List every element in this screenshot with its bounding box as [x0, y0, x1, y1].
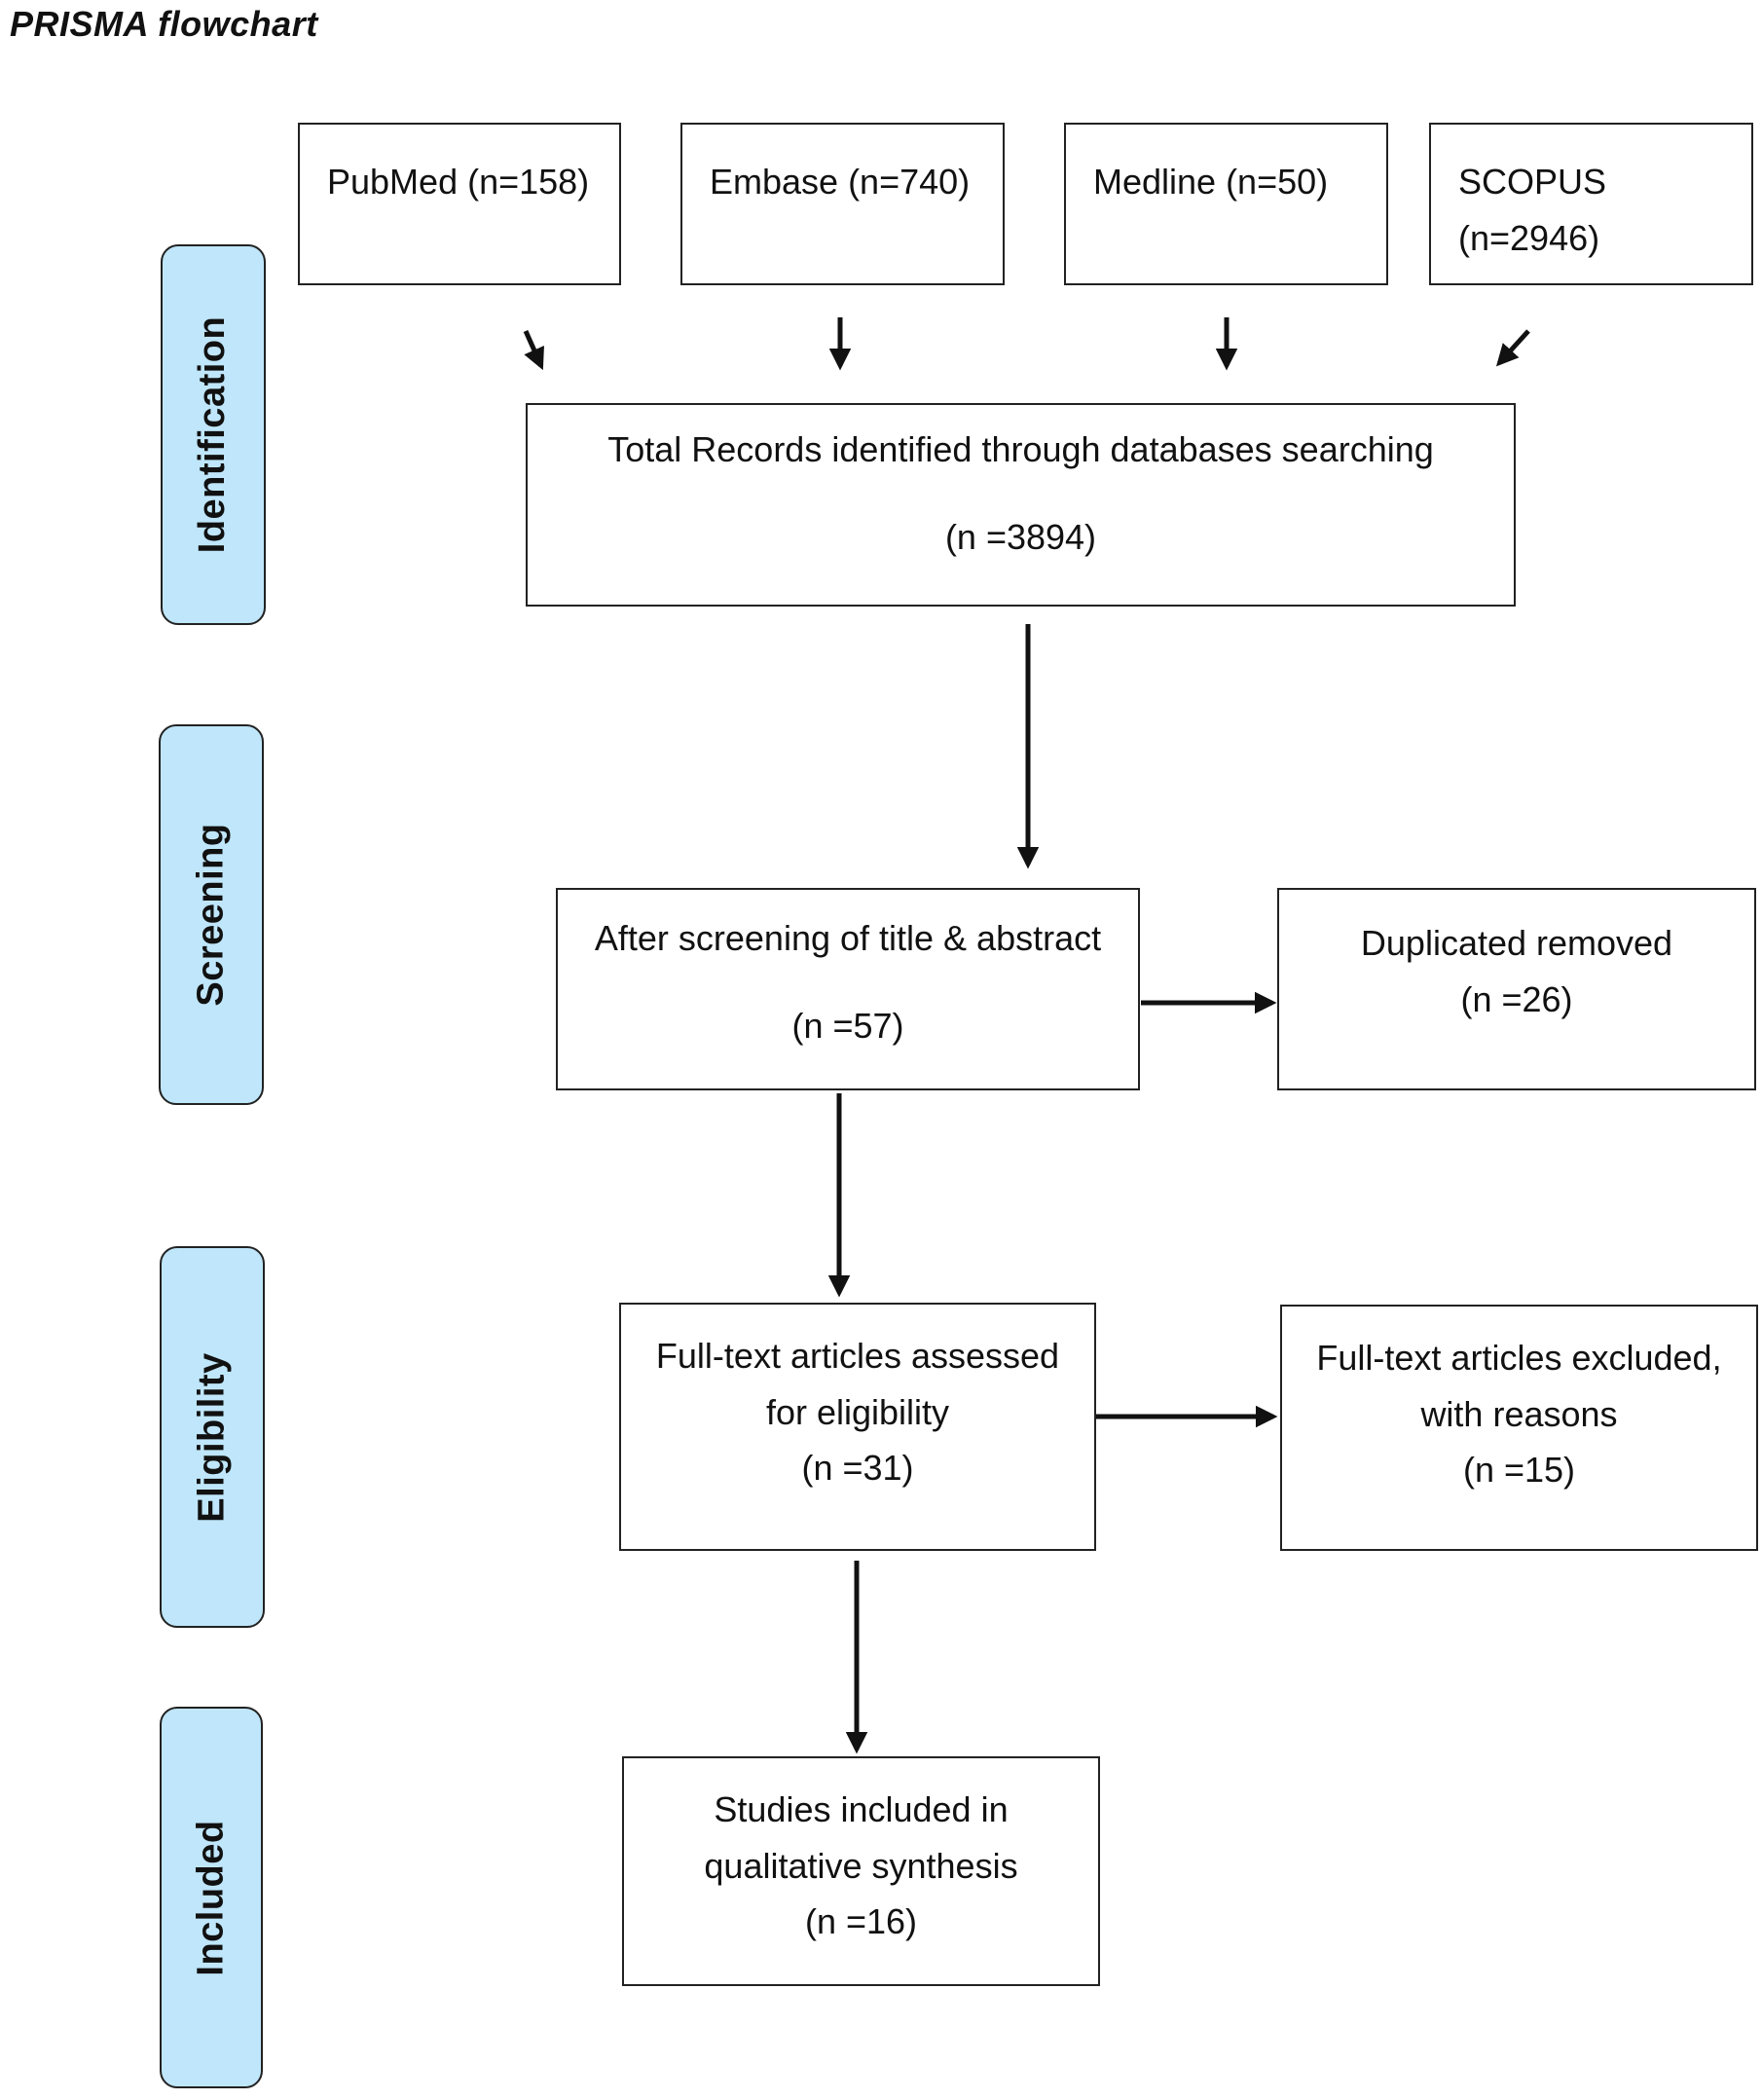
duplicates-count: (n =26) — [1460, 978, 1573, 1019]
phase-screening-label: Screening — [190, 823, 232, 1007]
source-scopus-label-line2: (n=2946) — [1458, 217, 1600, 258]
phase-eligibility: Eligibility — [160, 1246, 265, 1628]
fulltext-assessed-line1: Full-text articles assessed — [655, 1336, 1060, 1376]
source-pubmed-label: PubMed (n=158) — [327, 162, 590, 202]
source-medline-label: Medline (n=50) — [1093, 162, 1329, 202]
studies-included-line1: Studies included in — [714, 1789, 1009, 1829]
fulltext-assessed-box: Full-text articles assessed for eligibil… — [619, 1303, 1096, 1551]
phase-included-label: Included — [190, 1819, 232, 1976]
studies-included-line2: qualitative synthesis — [704, 1845, 1018, 1886]
phase-included: Included — [160, 1707, 263, 2088]
source-embase-box: Embase (n=740) — [680, 123, 1005, 285]
phase-identification-label: Identification — [192, 315, 234, 554]
fulltext-excluded-count: (n =15) — [1462, 1450, 1576, 1491]
source-scopus-box: SCOPUS (n=2946) — [1429, 123, 1753, 285]
fulltext-excluded-line1: Full-text articles excluded, — [1316, 1338, 1722, 1378]
source-scopus-label-line1: SCOPUS — [1458, 162, 1607, 202]
arrow-pubmed-to-total — [523, 329, 544, 371]
fulltext-assessed-count: (n =31) — [801, 1448, 914, 1489]
duplicates-label: Duplicated removed — [1360, 923, 1673, 963]
total-records-label: Total Records identified through databas… — [607, 429, 1434, 469]
source-pubmed-box: PubMed (n=158) — [298, 123, 621, 285]
phase-identification: Identification — [161, 244, 266, 625]
fulltext-assessed-line2: for eligibility — [765, 1391, 950, 1432]
total-records-count: (n =3894) — [944, 517, 1097, 557]
fulltext-excluded-box: Full-text articles excluded, with reason… — [1280, 1305, 1758, 1551]
screening-label: After screening of title & abstract — [594, 918, 1102, 958]
total-records-box: Total Records identified through databas… — [526, 403, 1516, 607]
screening-count: (n =57) — [791, 1006, 904, 1046]
studies-included-count: (n =16) — [804, 1901, 918, 1942]
phase-screening: Screening — [159, 724, 264, 1105]
source-embase-label: Embase (n=740) — [710, 162, 971, 202]
page-title: PRISMA flowchart — [10, 4, 318, 44]
duplicates-box: Duplicated removed (n =26) — [1277, 888, 1756, 1090]
source-medline-box: Medline (n=50) — [1064, 123, 1388, 285]
fulltext-excluded-line2: with reasons — [1420, 1393, 1618, 1434]
studies-included-box: Studies included in qualitative synthesi… — [622, 1756, 1100, 1986]
arrow-scopus-to-total — [1495, 329, 1530, 367]
phase-eligibility-label: Eligibility — [191, 1351, 233, 1523]
screening-box: After screening of title & abstract (n =… — [556, 888, 1140, 1090]
